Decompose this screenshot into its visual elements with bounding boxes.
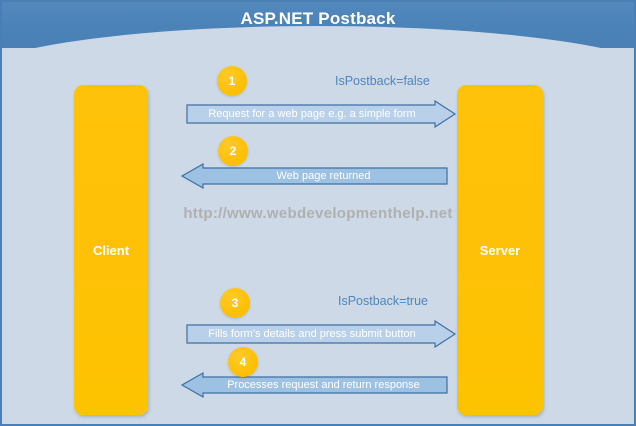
arrow-left-shape-4 [180,371,448,399]
message-arrow-3: Fills form's details and press submit bu… [186,319,457,349]
lifeline-client-label: Client [92,242,130,258]
arrow-right-shape-1 [186,99,457,129]
header-curve-decoration [2,26,634,48]
arrow-right-shape-3 [186,319,457,349]
step-badge-2: 2 [218,136,248,166]
page-title: ASP.NET Postback [240,9,396,28]
message-arrow-1: Request for a web page e.g. a simple for… [186,99,457,129]
step-badge-1: 1 [217,66,247,96]
arrow-left-shape-2 [180,162,448,190]
lifeline-server-label: Server [479,242,521,258]
header-band [2,2,634,48]
lifeline-server: Server [457,85,543,415]
condition-label-ispostback-true: IsPostback=true [338,294,428,308]
step-badge-4: 4 [228,347,258,377]
condition-label-ispostback-false: IsPostback=false [335,74,430,88]
message-arrow-4: Processes request and return response [180,371,448,399]
lifeline-client: Client [74,85,148,415]
step-badge-3: 3 [220,288,250,318]
message-arrow-2: Web page returned [180,162,448,190]
